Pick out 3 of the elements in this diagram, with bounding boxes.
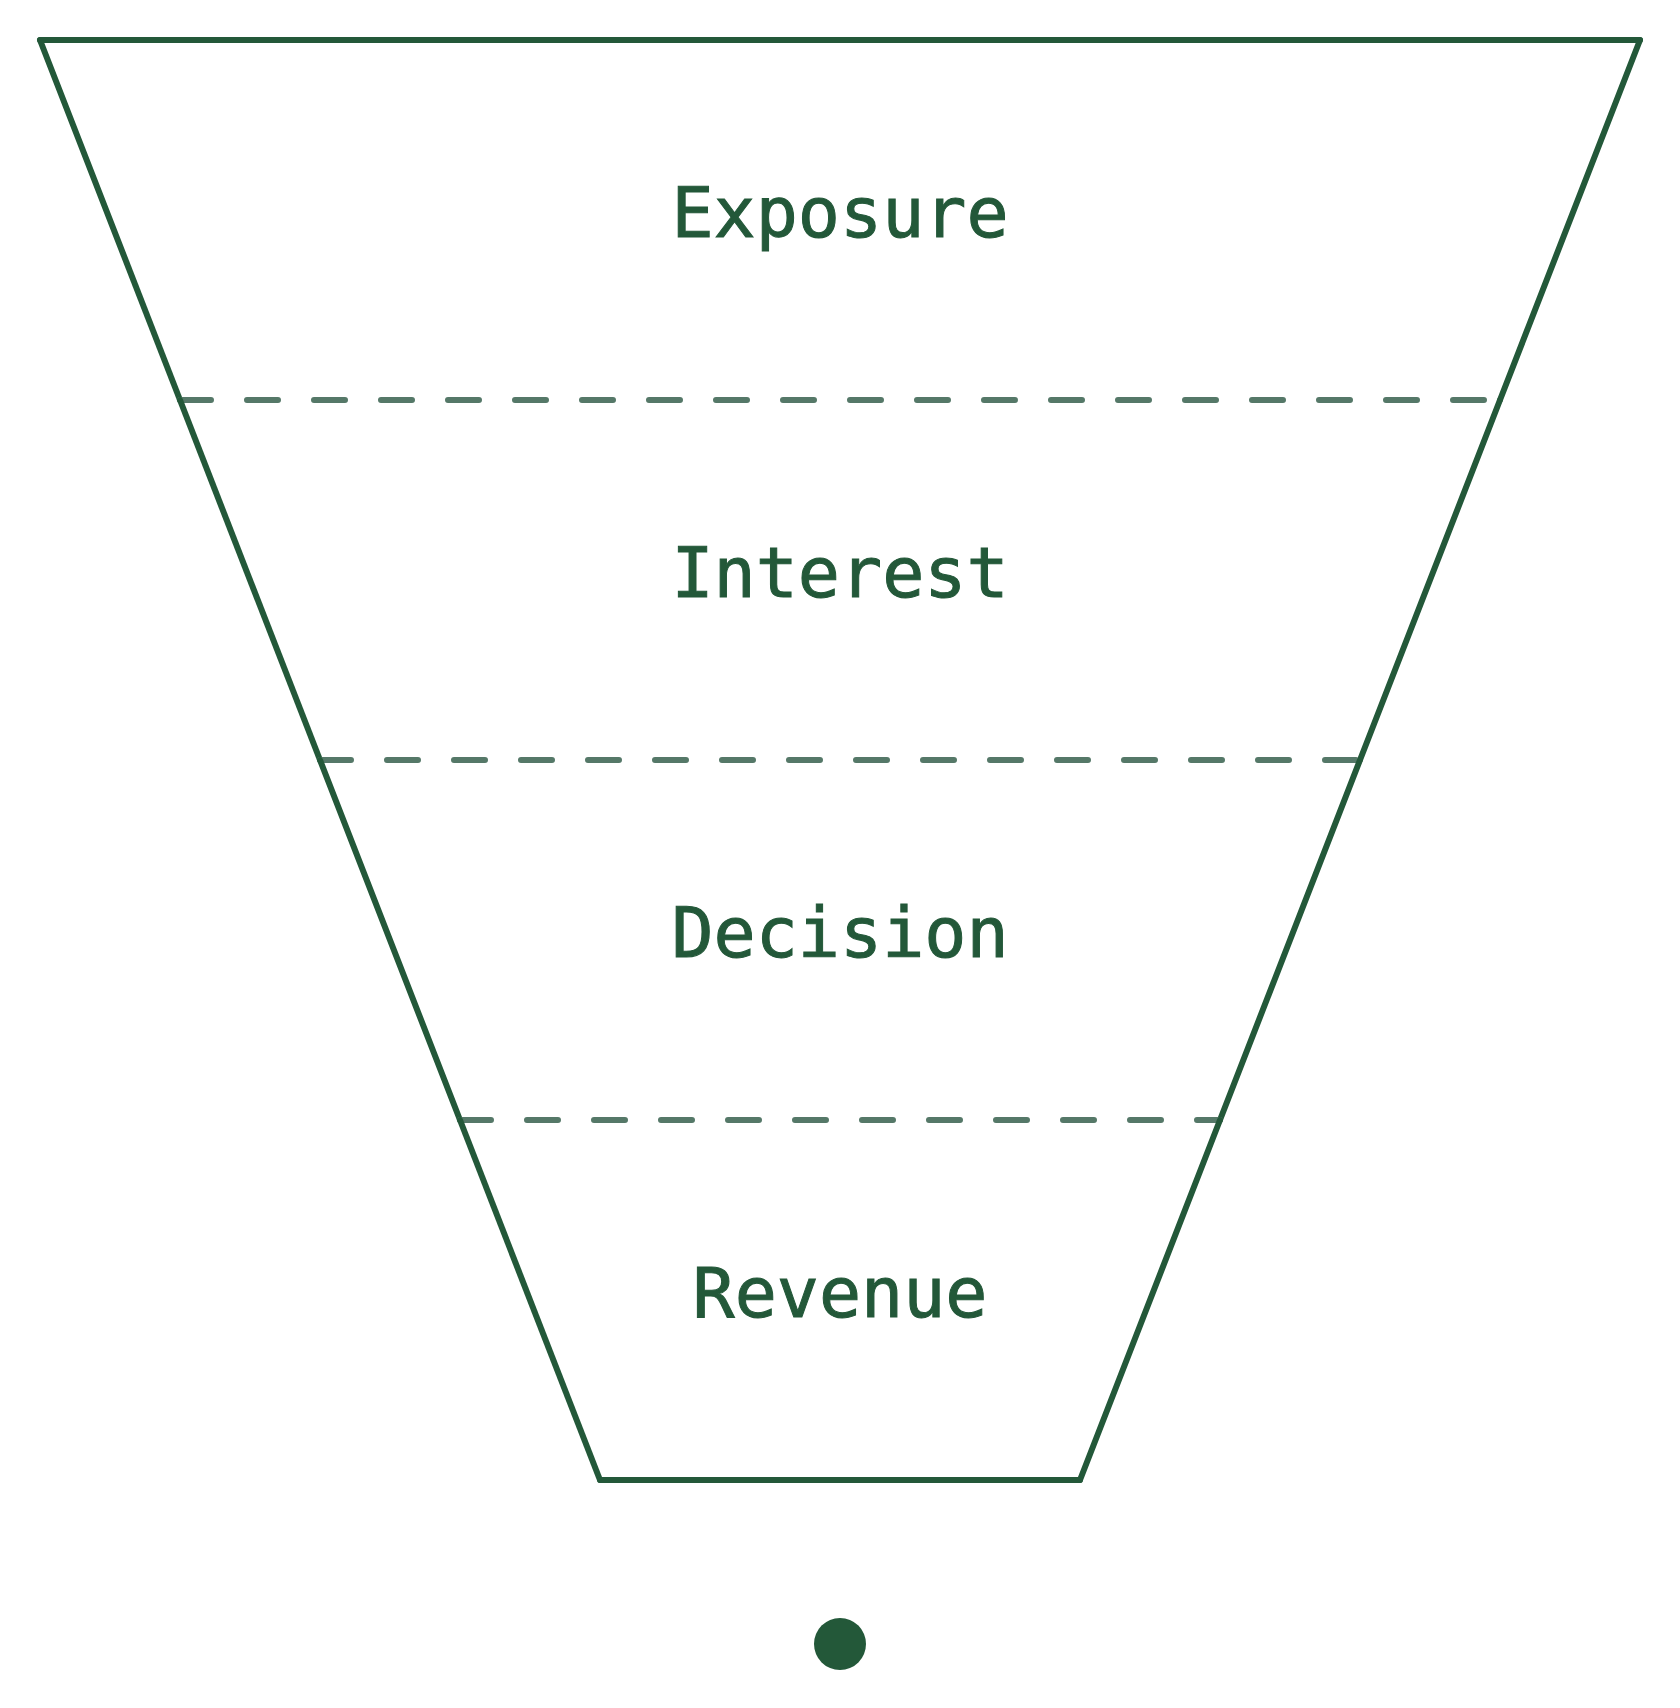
stage-label: Interest — [671, 538, 1009, 608]
stage-label: Revenue — [692, 1258, 988, 1328]
stage-label: Decision — [671, 898, 1009, 968]
